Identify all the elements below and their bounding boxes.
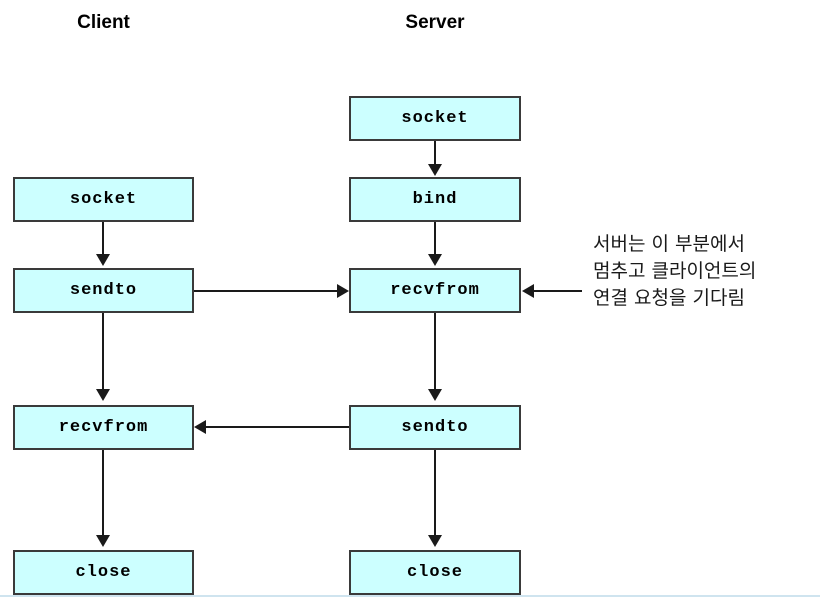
connector-server-recvfrom-to-sendto	[434, 313, 436, 390]
connector-client-sendto-to-server-recvfrom	[194, 290, 337, 292]
client-step-sendto[interactable]: sendto	[13, 268, 194, 313]
server-column-header: Server	[405, 12, 465, 33]
arrow-down-icon-client-socket-sendto	[96, 254, 110, 266]
arrow-down-icon-server-bind-recvfrom	[428, 254, 442, 266]
server-step-recvfrom[interactable]: recvfrom	[349, 268, 521, 313]
bottom-divider	[0, 595, 820, 597]
annotation-line-3: 연결 요청을 기다림	[593, 287, 745, 309]
client-column-header: Client	[77, 12, 130, 33]
client-step-close-label: close	[75, 563, 132, 582]
connector-client-recvfrom-to-close	[102, 450, 104, 537]
arrow-left-icon-annotation-pointer	[522, 284, 534, 298]
arrow-down-icon-server-sendto-close	[428, 535, 442, 547]
server-step-bind[interactable]: bind	[349, 177, 521, 222]
server-step-close[interactable]: close	[349, 550, 521, 595]
arrow-down-icon-server-recvfrom-sendto	[428, 389, 442, 401]
connector-annotation-to-server-recvfrom	[534, 290, 582, 292]
connector-client-socket-to-sendto	[102, 222, 104, 255]
server-step-sendto-label: sendto	[401, 418, 469, 437]
server-step-sendto[interactable]: sendto	[349, 405, 521, 450]
client-step-recvfrom[interactable]: recvfrom	[13, 405, 194, 450]
connector-server-bind-to-recvfrom	[434, 222, 436, 255]
arrow-down-icon-client-sendto-recvfrom	[96, 389, 110, 401]
client-step-sendto-label: sendto	[69, 281, 138, 300]
arrow-right-icon-client-sendto-server-recvfrom	[337, 284, 349, 298]
connector-server-sendto-to-close	[434, 450, 436, 537]
connector-server-socket-to-bind	[434, 141, 436, 166]
client-step-recvfrom-label: recvfrom	[58, 418, 149, 437]
arrow-down-icon-client-recvfrom-close	[96, 535, 110, 547]
arrow-down-icon-server-socket-bind	[428, 164, 442, 176]
connector-client-sendto-to-recvfrom	[102, 313, 104, 390]
client-step-close[interactable]: close	[13, 550, 194, 595]
server-step-socket-label: socket	[401, 109, 469, 128]
client-step-socket[interactable]: socket	[13, 177, 194, 222]
client-step-socket-label: socket	[69, 190, 138, 209]
server-step-bind-label: bind	[412, 190, 458, 209]
server-step-socket[interactable]: socket	[349, 96, 521, 141]
arrow-left-icon-server-sendto-client-recvfrom	[194, 420, 206, 434]
server-step-recvfrom-label: recvfrom	[390, 281, 480, 300]
annotation-line-2: 멈추고 클라이언트의	[593, 260, 757, 282]
server-blocking-annotation: 서버는 이 부분에서 멈추고 클라이언트의 연결 요청을 기다림	[593, 231, 756, 312]
annotation-line-1: 서버는 이 부분에서	[593, 233, 745, 255]
connector-server-sendto-to-client-recvfrom	[206, 426, 349, 428]
server-step-close-label: close	[406, 563, 463, 582]
